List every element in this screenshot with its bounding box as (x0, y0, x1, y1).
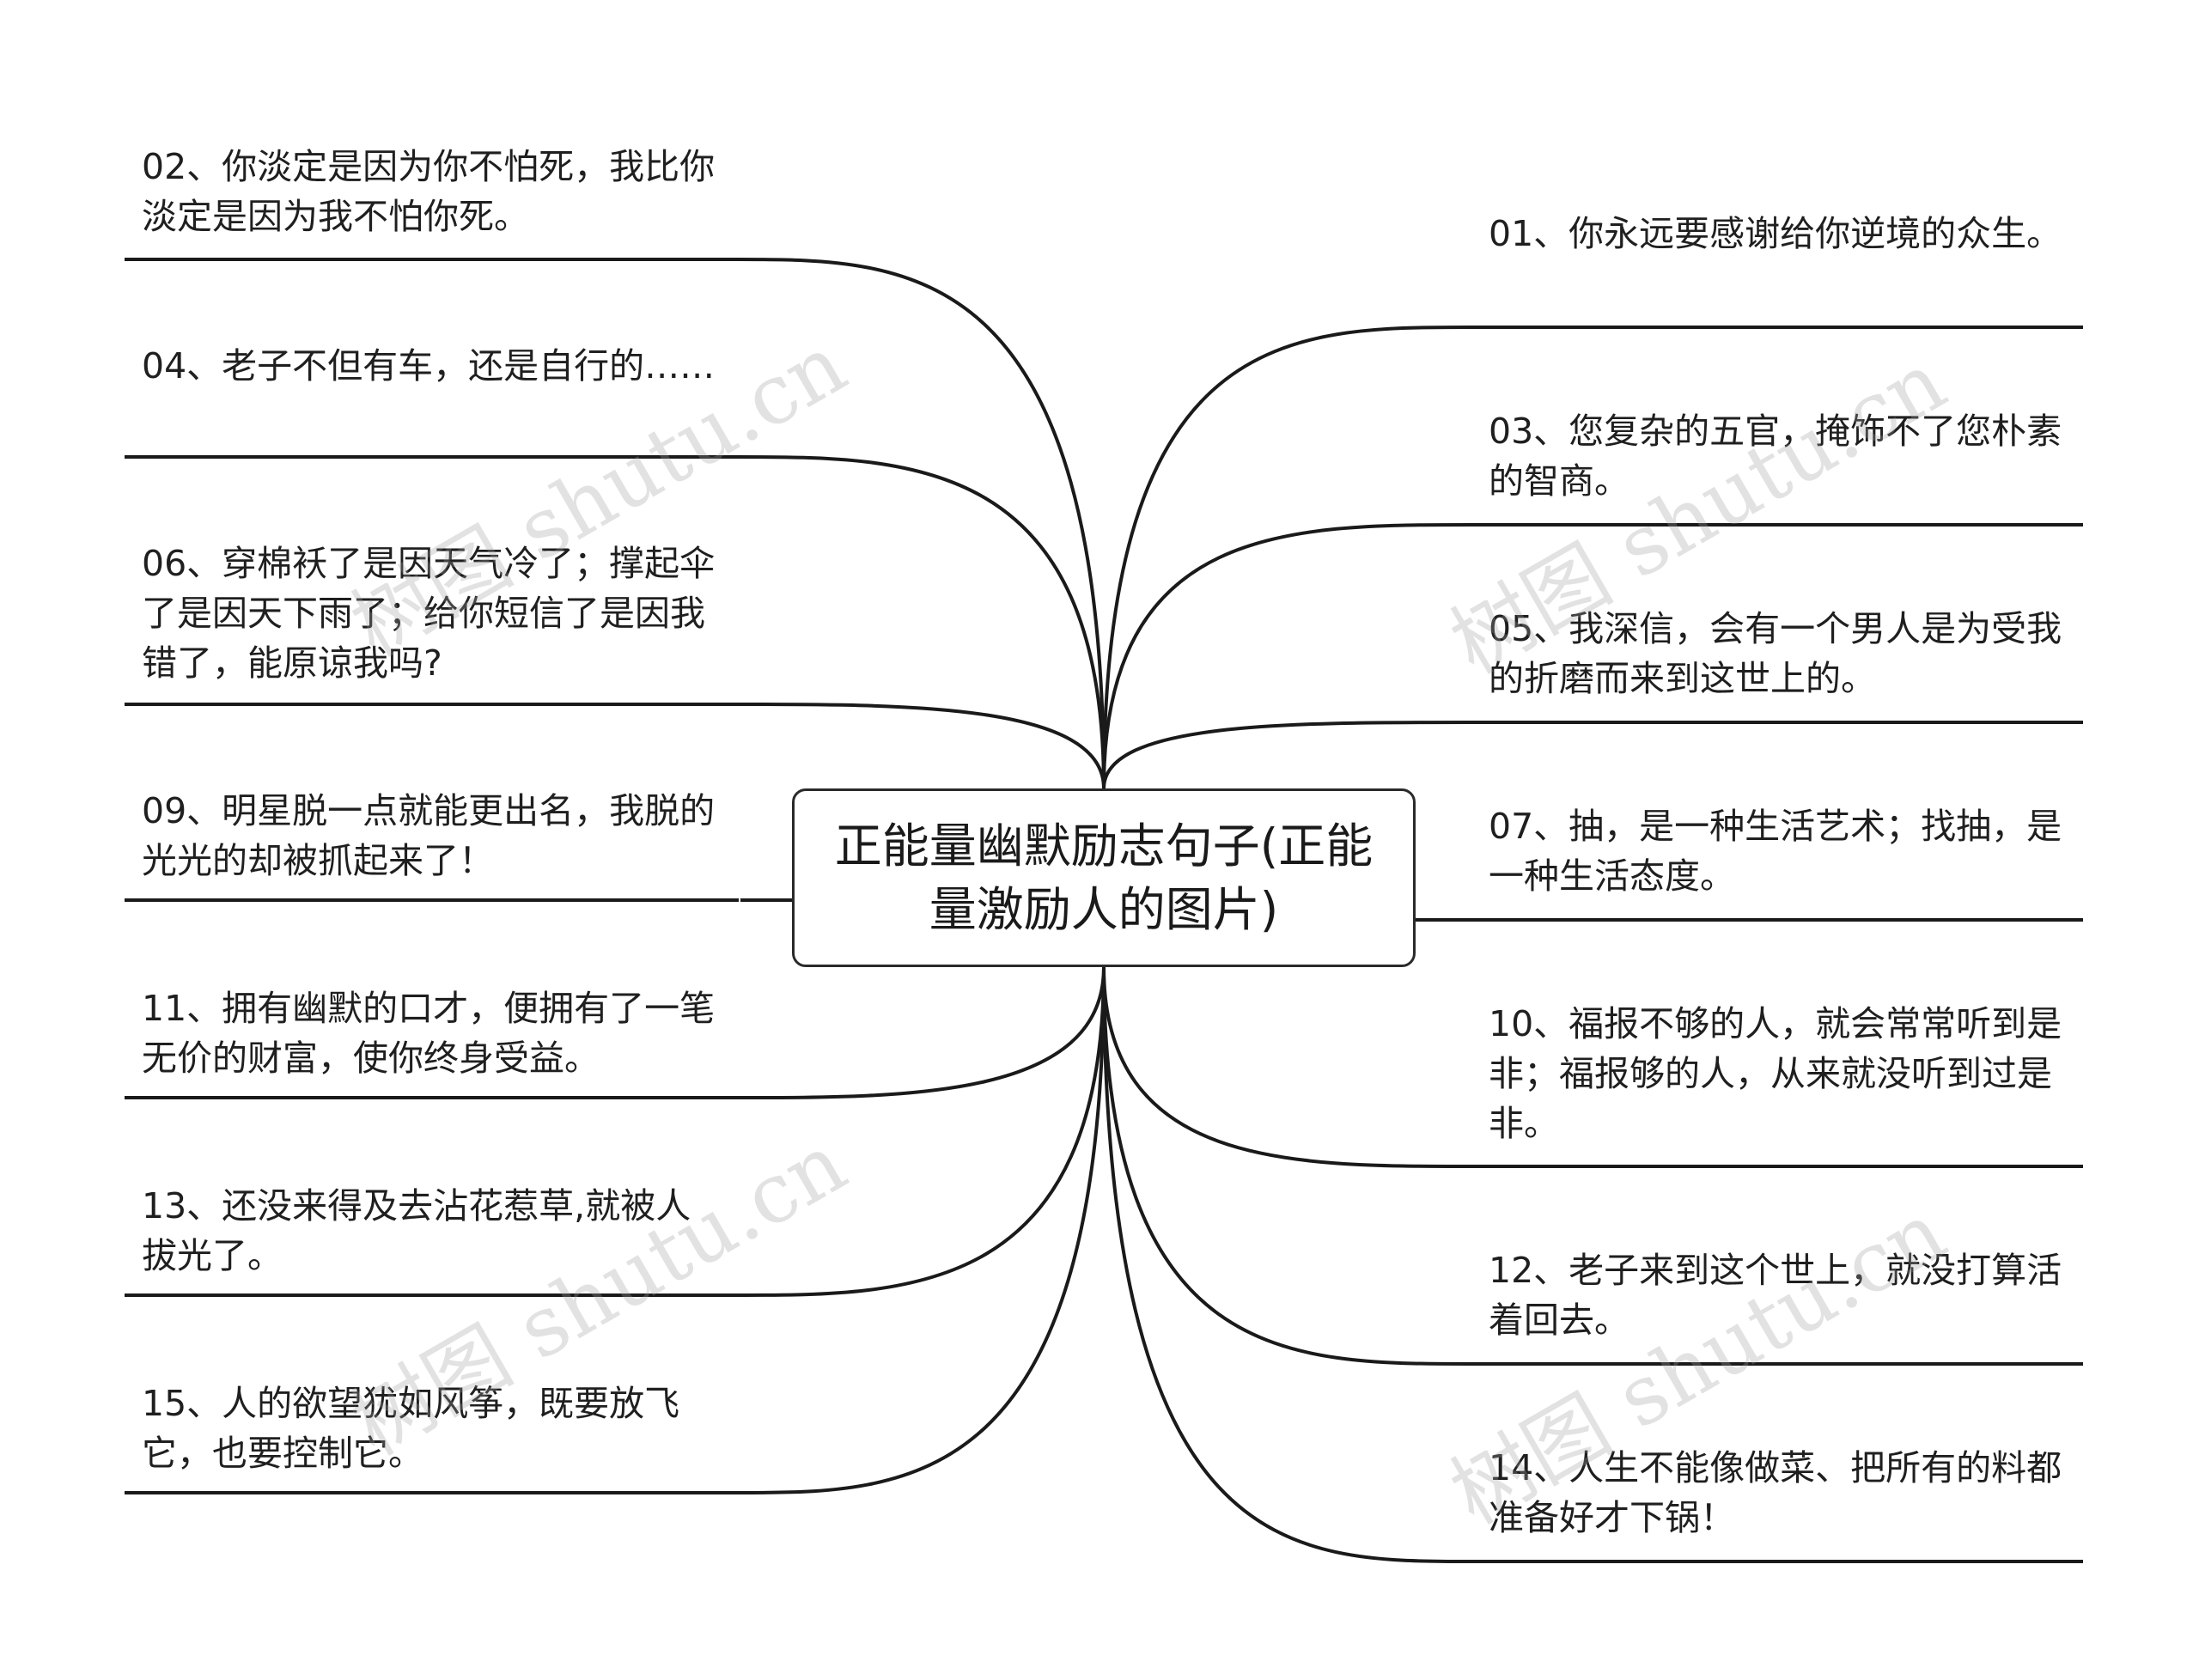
central-topic[interactable]: 正能量幽默励志句子(正能量激励人的图片) (792, 788, 1416, 967)
node-15-text[interactable]: 15、人的欲望犹如风筝，既要放飞它，也要控制它。 (142, 1383, 680, 1474)
connector-node-11 (738, 966, 1106, 1099)
connector-node-05 (1102, 721, 1471, 789)
connector-node-03 (1102, 523, 1471, 789)
node-03-text[interactable]: 03、您复杂的五官，掩饰不了您朴素的智商。 (1489, 411, 2062, 502)
connector-node-04 (738, 455, 1106, 789)
node-07-text[interactable]: 07、抽，是一种生活艺术；找抽，是一种生活态度。 (1489, 806, 2062, 897)
connector-node-02 (738, 258, 1106, 789)
node-10-text[interactable]: 10、福报不够的人，就会常常听到是非；福报够的人，从来就没听到过是非。 (1489, 1003, 2062, 1144)
connector-node-14 (1102, 966, 1471, 1563)
connector-node-01 (1102, 326, 1471, 789)
node-13-text[interactable]: 13、还没来得及去沾花惹草,就被人拔光了。 (142, 1185, 691, 1276)
connector-node-06 (738, 703, 1106, 789)
connector-node-10 (1102, 966, 1471, 1168)
node-04-text[interactable]: 04、老子不但有车，还是自行的…… (142, 345, 716, 387)
node-09-text[interactable]: 09、明星脱一点就能更出名，我脱的光光的却被抓起来了！ (142, 790, 716, 881)
node-12-text[interactable]: 12、老子来到这个世上，就没打算活着回去。 (1489, 1250, 2062, 1341)
central-topic-title: 正能量幽默励志句子(正能量激励人的图片) (834, 819, 1374, 937)
connector-node-12 (1102, 966, 1471, 1366)
node-11-text[interactable]: 11、拥有幽默的口才，便拥有了一笔无价的财富，使你终身受益。 (142, 988, 716, 1079)
connector-node-15 (738, 966, 1106, 1494)
node-02-text[interactable]: 02、你淡定是因为你不怕死，我比你淡定是因为我不怕你死。 (142, 146, 716, 237)
connector-node-13 (738, 966, 1106, 1297)
node-01-text[interactable]: 01、你永远要感谢给你逆境的众生。 (1489, 213, 2062, 254)
node-14-text[interactable]: 14、人生不能像做菜、把所有的料都准备好才下锅！ (1489, 1447, 2062, 1538)
node-06-text[interactable]: 06、穿棉袄了是因天气冷了；撑起伞了是因天下雨了；给你短信了是因我错了，能原谅我… (142, 543, 716, 684)
node-05-text[interactable]: 05、我深信，会有一个男人是为受我的折磨而来到这世上的。 (1489, 608, 2062, 699)
